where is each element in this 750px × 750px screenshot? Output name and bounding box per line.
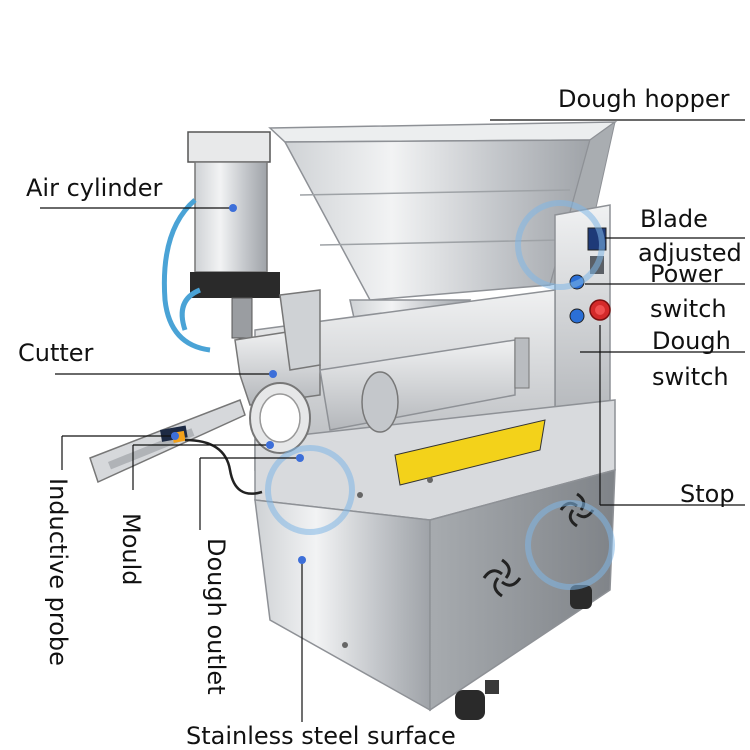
watermark-logos [265, 200, 615, 590]
label-dough-outlet: Dough outlet [202, 538, 230, 695]
cutter-bracket [234, 289, 321, 406]
air-hoses [161, 198, 211, 353]
label-power-switch-line2: switch [650, 295, 727, 323]
vent-fan-left [482, 558, 522, 598]
label-air-cylinder: Air cylinder [26, 174, 163, 202]
label-dough-switch-line2: switch [652, 363, 729, 391]
label-stop: Stop [680, 480, 735, 508]
casters [455, 585, 592, 720]
label-dough-switch-line1: Dough [652, 327, 731, 355]
dough-outlet-assembly [249, 337, 530, 454]
label-inductive-probe: Inductive probe [44, 478, 72, 666]
label-stainless-steel-surface: Stainless steel surface [186, 722, 456, 750]
leader-lines [40, 119, 745, 722]
air-cylinder [187, 131, 280, 339]
label-power-switch-line1: Power [650, 260, 723, 288]
label-dough-hopper: Dough hopper [558, 85, 730, 113]
control-panel [554, 204, 611, 421]
label-blade-adjusted-line1: Blade [640, 205, 708, 233]
label-cutter: Cutter [18, 339, 94, 367]
marker-dots [171, 204, 306, 564]
label-blade-adjusted-line2: adjusted [638, 239, 742, 267]
mould-arm [89, 399, 263, 495]
label-mould: Mould [117, 513, 145, 586]
vent-fan-right [559, 492, 595, 528]
